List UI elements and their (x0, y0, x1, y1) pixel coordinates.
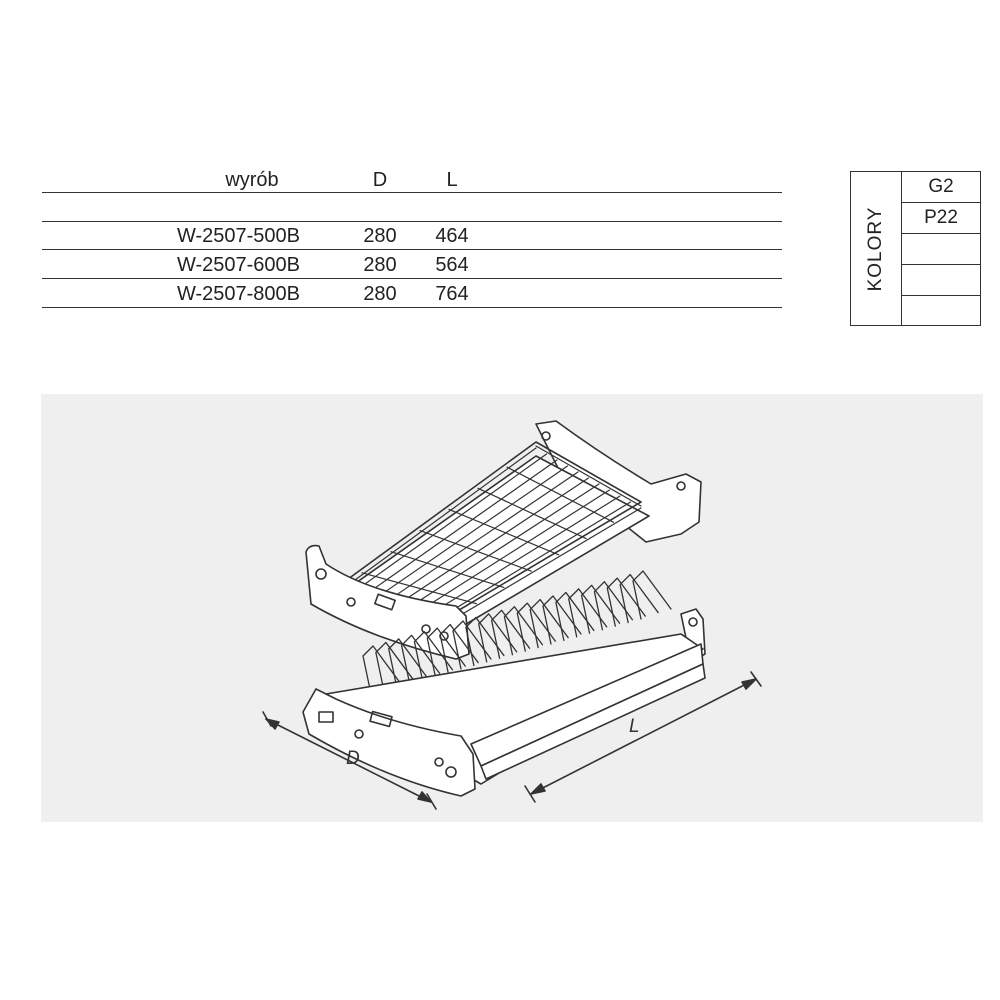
colors-label-column: KOLORY (851, 172, 902, 325)
plate-divider (452, 620, 492, 670)
plate-divider (632, 570, 672, 620)
color-option-empty (902, 234, 980, 265)
wire (355, 459, 558, 602)
color-option-p22: P22 (902, 203, 980, 234)
colors-box: KOLORY G2 P22 (850, 171, 981, 326)
wire (332, 447, 537, 597)
color-option-g2: G2 (902, 172, 980, 203)
wire (436, 501, 632, 620)
plate-divider (388, 638, 428, 688)
dimension-l-label: L (629, 716, 640, 737)
wire (413, 489, 611, 615)
plate-divider (413, 631, 454, 681)
color-option-empty (902, 265, 980, 296)
plate-divider (619, 573, 659, 624)
crosswire (448, 508, 560, 556)
row-product: W-2507-500B (176, 225, 300, 247)
plate-divider (606, 577, 646, 627)
crosswire (506, 466, 615, 523)
dimension-l-line (524, 671, 762, 803)
table-divider (42, 278, 782, 279)
row-product: W-2507-600B (176, 254, 300, 276)
wire (344, 453, 548, 600)
plate-divider (400, 634, 441, 684)
crosswire (390, 551, 505, 589)
plate-divider (478, 613, 518, 663)
plate-divider (465, 616, 505, 667)
plate-divider (593, 581, 634, 631)
plate-divider (439, 623, 479, 674)
row-product: W-2507-800B (176, 283, 300, 305)
crosswire (361, 572, 478, 605)
plate-divider (542, 595, 582, 645)
row-d: 280 (363, 225, 397, 247)
plate-divider (490, 609, 531, 659)
header-d: D (372, 169, 388, 191)
header-l: L (446, 169, 458, 191)
table-divider (42, 307, 782, 308)
wire (378, 471, 579, 607)
wire (402, 483, 600, 613)
plate-divider (529, 598, 569, 649)
product-illustration: D L (41, 394, 983, 822)
plate-divider (503, 606, 544, 656)
dimension-d-line (262, 711, 437, 810)
row-l: 464 (435, 225, 469, 247)
plate-divider (555, 591, 595, 642)
row-d: 280 (363, 283, 397, 305)
plate-dividers (362, 570, 672, 695)
color-option-empty (902, 296, 980, 327)
wire (390, 477, 590, 610)
plate-divider (375, 641, 415, 692)
row-l: 764 (435, 283, 469, 305)
table-divider (42, 249, 782, 250)
dimension-d-label: D (346, 748, 360, 769)
row-l: 564 (435, 254, 469, 276)
upper-basket (305, 420, 702, 660)
upper-basket-wires (332, 447, 642, 623)
plate-divider (426, 627, 466, 677)
spec-table: wyrób D L W-2507-500B 280 464 W-2507-600… (42, 160, 782, 312)
plate-divider (362, 645, 402, 695)
crosswire (419, 529, 532, 572)
wire (367, 465, 569, 605)
table-divider (42, 221, 782, 222)
wire (448, 507, 642, 623)
crosswire (477, 487, 587, 540)
header-product: wyrób (225, 169, 279, 191)
row-d: 280 (363, 254, 397, 276)
lower-plate-rack (302, 570, 706, 797)
plate-divider (568, 588, 608, 638)
colors-label: KOLORY (865, 206, 886, 291)
plate-divider (580, 584, 621, 634)
dish-rack-drawing: D L (262, 420, 762, 810)
plate-divider (516, 602, 556, 652)
wire (425, 495, 621, 618)
crosswire (535, 445, 642, 507)
table-divider (42, 192, 782, 193)
